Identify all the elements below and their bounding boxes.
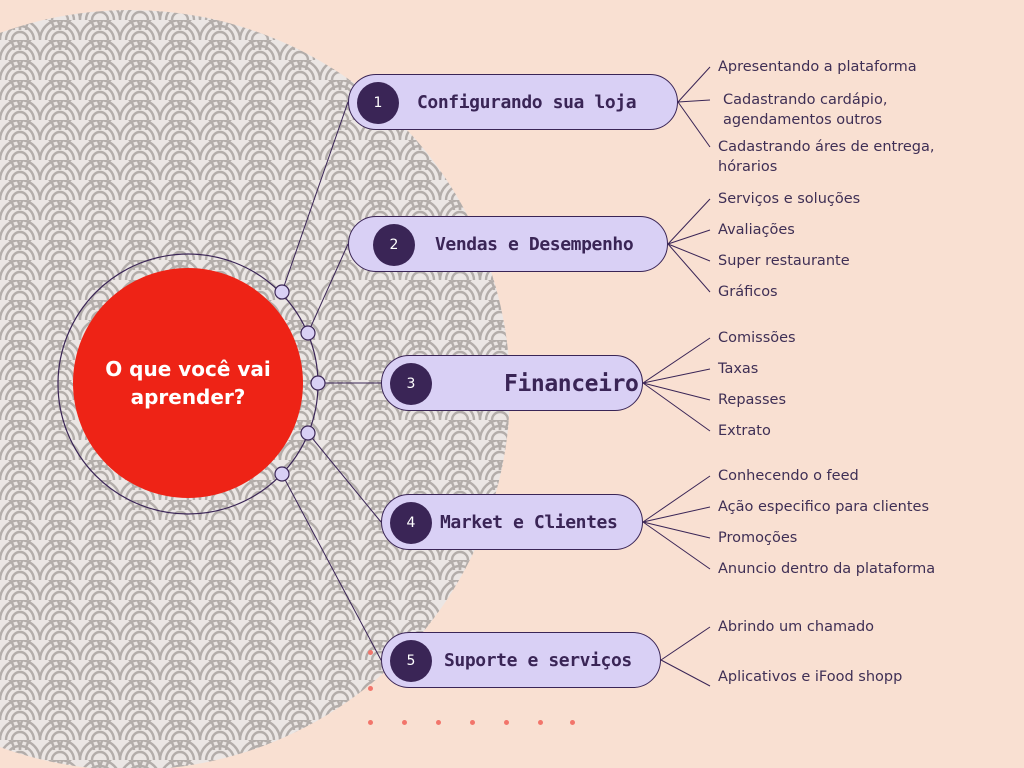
topic-4-item-2: Ação especifico para clientes [718,499,930,515]
anchor-node-3 [310,375,326,391]
topic-1-item-2: Cadastrando cardápio, agendamentos outro… [723,92,888,128]
branch-line-topic-3-item-4 [642,382,711,432]
topic-2-number: 2 [373,224,415,266]
topic-3-item-2: Taxas [718,361,759,377]
topic-4-label: Market e Clientes [440,512,618,533]
branch-line-topic-5-item-1 [660,626,711,661]
decorative-dot [504,720,509,725]
topic-3-node: 3 Financeiro [381,355,643,411]
topic-3-item-4: Extrato [718,423,771,439]
topic-5-node: 5 Suporte e serviços [381,632,661,688]
branch-line-topic-2-item-4 [667,243,711,293]
topic-2-item-3: Super restaurante [718,253,850,269]
connector-line-topic-2 [307,243,349,334]
topic-1-item-1: Apresentando a plataforma [718,59,917,75]
branch-line-topic-4-item-4 [642,521,711,570]
topic-2-item-1: Serviços e soluções [718,191,861,207]
decorative-dot [538,720,543,725]
decorative-dot [368,650,373,655]
branch-line-topic-2-item-2 [667,229,711,245]
topic-4-item-4: Anuncio dentro da plataforma [718,561,936,577]
topic-5-number: 5 [390,640,432,682]
anchor-node-2 [300,325,316,341]
center-title: O que você vai aprender? [105,357,271,409]
topic-3-item-3: Repasses [718,392,787,408]
decorative-dot [402,720,407,725]
branch-line-topic-1-item-1 [677,66,711,103]
connector-line-topic-5 [281,473,382,661]
anchor-node-5 [274,466,290,482]
topic-4-node: 4 Market e Clientes [381,494,643,550]
decorative-dot [436,720,441,725]
anchor-node-4 [300,425,316,441]
decorative-dot [368,686,373,691]
connector-line-topic-1 [281,101,349,293]
decorative-dots [362,650,602,730]
branch-line-topic-3-item-2 [642,368,711,384]
topic-4-item-3: Promoções [718,530,798,546]
topic-5-item-2: Aplicativos e iFood shopp [718,669,903,685]
decorative-dot [470,720,475,725]
topic-4-item-1: Conhecendo o feed [718,468,859,484]
topic-3-item-1: Comissões [718,330,796,346]
topic-3-label: Financeiro [504,371,639,397]
branch-line-topic-4-item-1 [642,475,711,523]
topic-2-item-2: Avaliações [718,222,795,238]
branch-line-topic-3-item-3 [642,382,711,401]
topic-4-number: 4 [390,502,432,544]
branch-line-topic-4-item-3 [642,521,711,539]
branch-line-topic-4-item-2 [642,506,711,523]
anchor-node-1 [274,284,290,300]
branch-line-topic-1-item-3 [677,101,711,148]
topic-1-node: 1 Configurando sua loja [348,74,678,130]
topic-2-item-4: Gráficos [718,284,778,300]
topic-1-item-3: Cadastrando áres de entrega, hórarios [718,139,935,175]
connector-line-topic-4 [307,432,382,523]
decorative-dot [368,720,373,725]
branch-line-topic-2-item-3 [667,243,711,262]
decorative-dot [570,720,575,725]
topic-1-label: Configurando sua loja [417,92,637,113]
branch-line-topic-5-item-2 [660,659,711,687]
branch-line-topic-2-item-1 [667,198,711,245]
topic-5-item-1: Abrindo um chamado [718,619,875,635]
topic-2-node: 2 Vendas e Desempenho [348,216,668,272]
center-node: O que você vai aprender? [73,268,303,498]
topic-5-label: Suporte e serviços [444,650,632,671]
topic-1-number: 1 [357,82,399,124]
topic-3-number: 3 [390,363,432,405]
topic-2-label: Vendas e Desempenho [435,234,634,255]
branch-line-topic-1-item-2 [677,99,711,103]
branch-line-topic-3-item-1 [642,337,711,384]
